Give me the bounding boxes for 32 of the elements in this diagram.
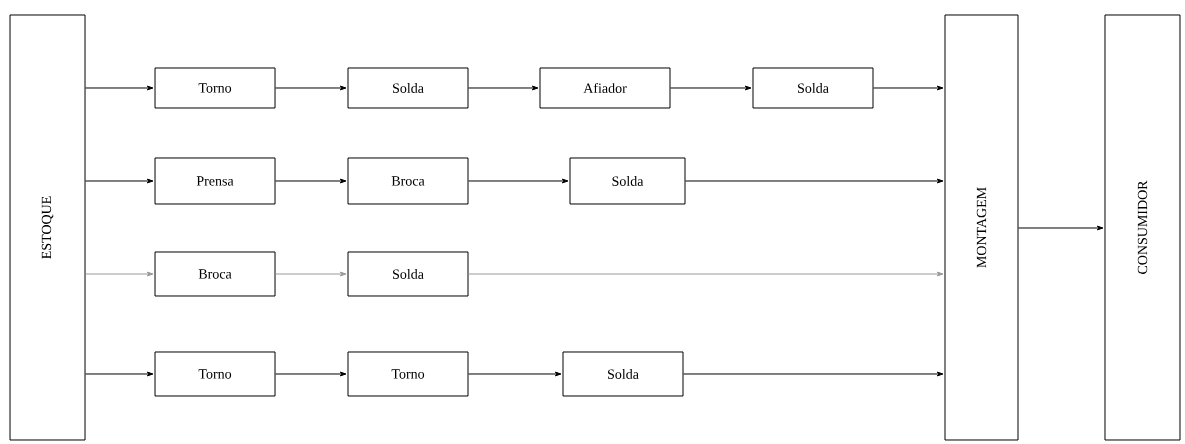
arrow [85,371,154,377]
arrow [468,371,562,377]
stage-box: MONTAGEM [944,14,1019,441]
process-box: Solda [569,157,686,205]
arrow [685,178,944,184]
arrow [275,85,347,91]
process-box: Broca [347,157,469,205]
process-box: Prensa [154,157,276,205]
process-box: Torno [154,67,276,109]
process-box: Broca [154,251,276,297]
process-box: Solda [347,251,469,297]
arrow [468,85,539,91]
process-box: Solda [752,67,874,109]
arrow [85,178,154,184]
stage-box: CONSUMIDOR [1104,14,1181,441]
arrow [275,178,347,184]
arrow [1018,225,1104,231]
arrow [468,271,944,277]
arrow [873,85,944,91]
arrow [275,371,347,377]
process-box: Torno [347,351,469,397]
arrow [85,85,154,91]
process-box: Solda [562,351,684,397]
arrow [275,271,347,277]
process-box: Afiador [539,67,671,109]
arrow [683,371,944,377]
arrow [85,271,154,277]
stage-box: ESTOQUE [9,14,86,441]
process-box: Solda [347,67,469,109]
process-box: Torno [154,351,276,397]
arrow [670,85,752,91]
arrow [468,178,569,184]
